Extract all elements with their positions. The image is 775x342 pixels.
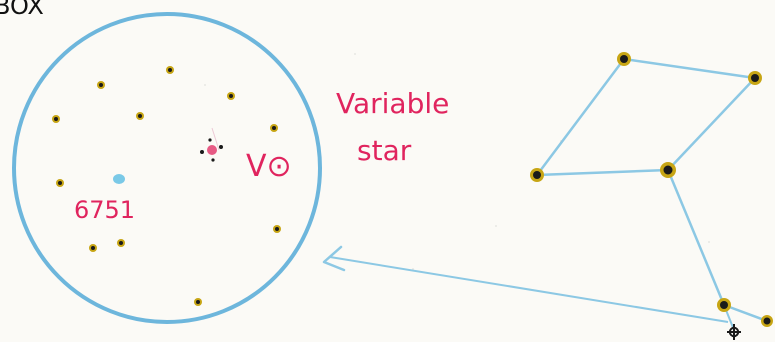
constellation-star-core [620,55,628,63]
constellation-star-core [764,318,771,325]
corner-text: BOX [0,0,44,20]
constellation-star-core [751,74,759,82]
variable-star-designation: V⊙ [246,149,292,184]
constellation-star-core [533,171,541,179]
field-star-core [119,241,123,245]
variable-star-label-line2: star [357,134,412,167]
field-star-core [196,300,200,304]
field-star-core [99,83,103,87]
field-star-core [54,117,58,121]
field-star-core [168,68,172,72]
field-star-core [58,181,62,185]
variable-star-label-line1: Variable [336,87,449,120]
constellation-star-core [720,301,728,309]
field-star-core [272,126,276,130]
star-cluster-marker [113,174,125,184]
field-star-core [138,114,142,118]
field-star-core [229,94,233,98]
constellation-star-core [664,166,673,175]
field-star-core [91,246,95,250]
cluster-label: 6751 [74,196,135,224]
field-star-core [275,227,279,231]
